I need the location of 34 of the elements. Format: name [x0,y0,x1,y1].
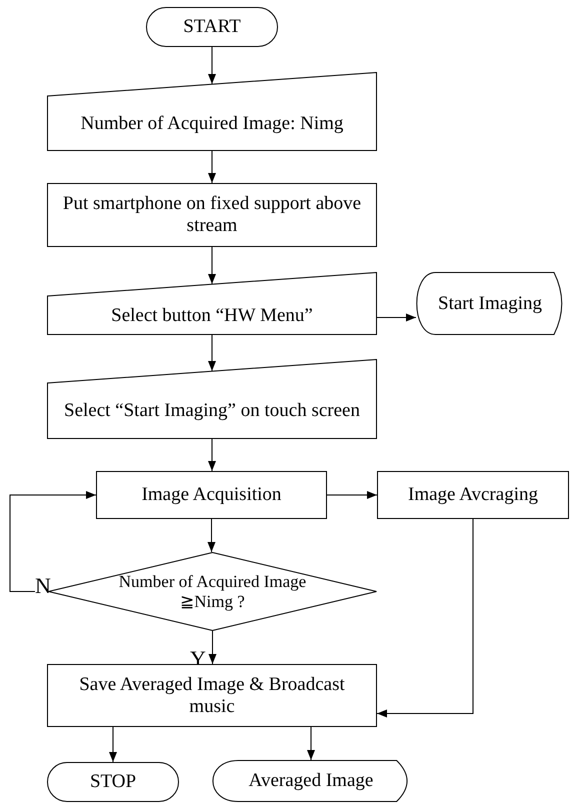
arrow [208,630,216,664]
arrow [376,518,474,718]
node-label: Save Averaged Image & Broadcast music [78,674,346,718]
arrow [208,438,216,472]
node-label: Select button “HW Menu” [111,304,313,326]
process-box [47,664,377,727]
process-box [47,183,377,247]
manual-input-box [47,359,377,439]
arrow [208,334,216,372]
node-label: Select “Start Imaging” on touch screen [64,400,360,422]
arrow [307,726,315,760]
arrow [109,726,117,762]
start-terminal [146,7,278,47]
arrow [208,46,216,84]
arrow [208,518,216,552]
node-label: Image Avcraging [408,484,538,506]
node-label: START [183,16,241,38]
arrow [208,246,216,284]
node-label: Number of Acquired Image ≧Nimg ? [118,572,308,612]
stop-terminal [47,762,179,802]
arrow [376,314,416,322]
node-label: Number of Acquired Image: Nimg [80,112,344,134]
process-box [96,471,327,519]
manual-input-box [47,272,377,335]
process-box [377,471,569,519]
node-label: Image Acquisition [142,484,282,506]
node-label: STOP [90,771,136,793]
manual-input-box [47,72,377,151]
node-label: Start Imaging [438,292,542,314]
arrow [208,150,216,184]
arrow [326,491,378,499]
arrow [10,491,96,592]
node-label: Averaged Image [248,770,374,792]
node-label: Put smartphone on fixed support above stream [62,193,362,237]
